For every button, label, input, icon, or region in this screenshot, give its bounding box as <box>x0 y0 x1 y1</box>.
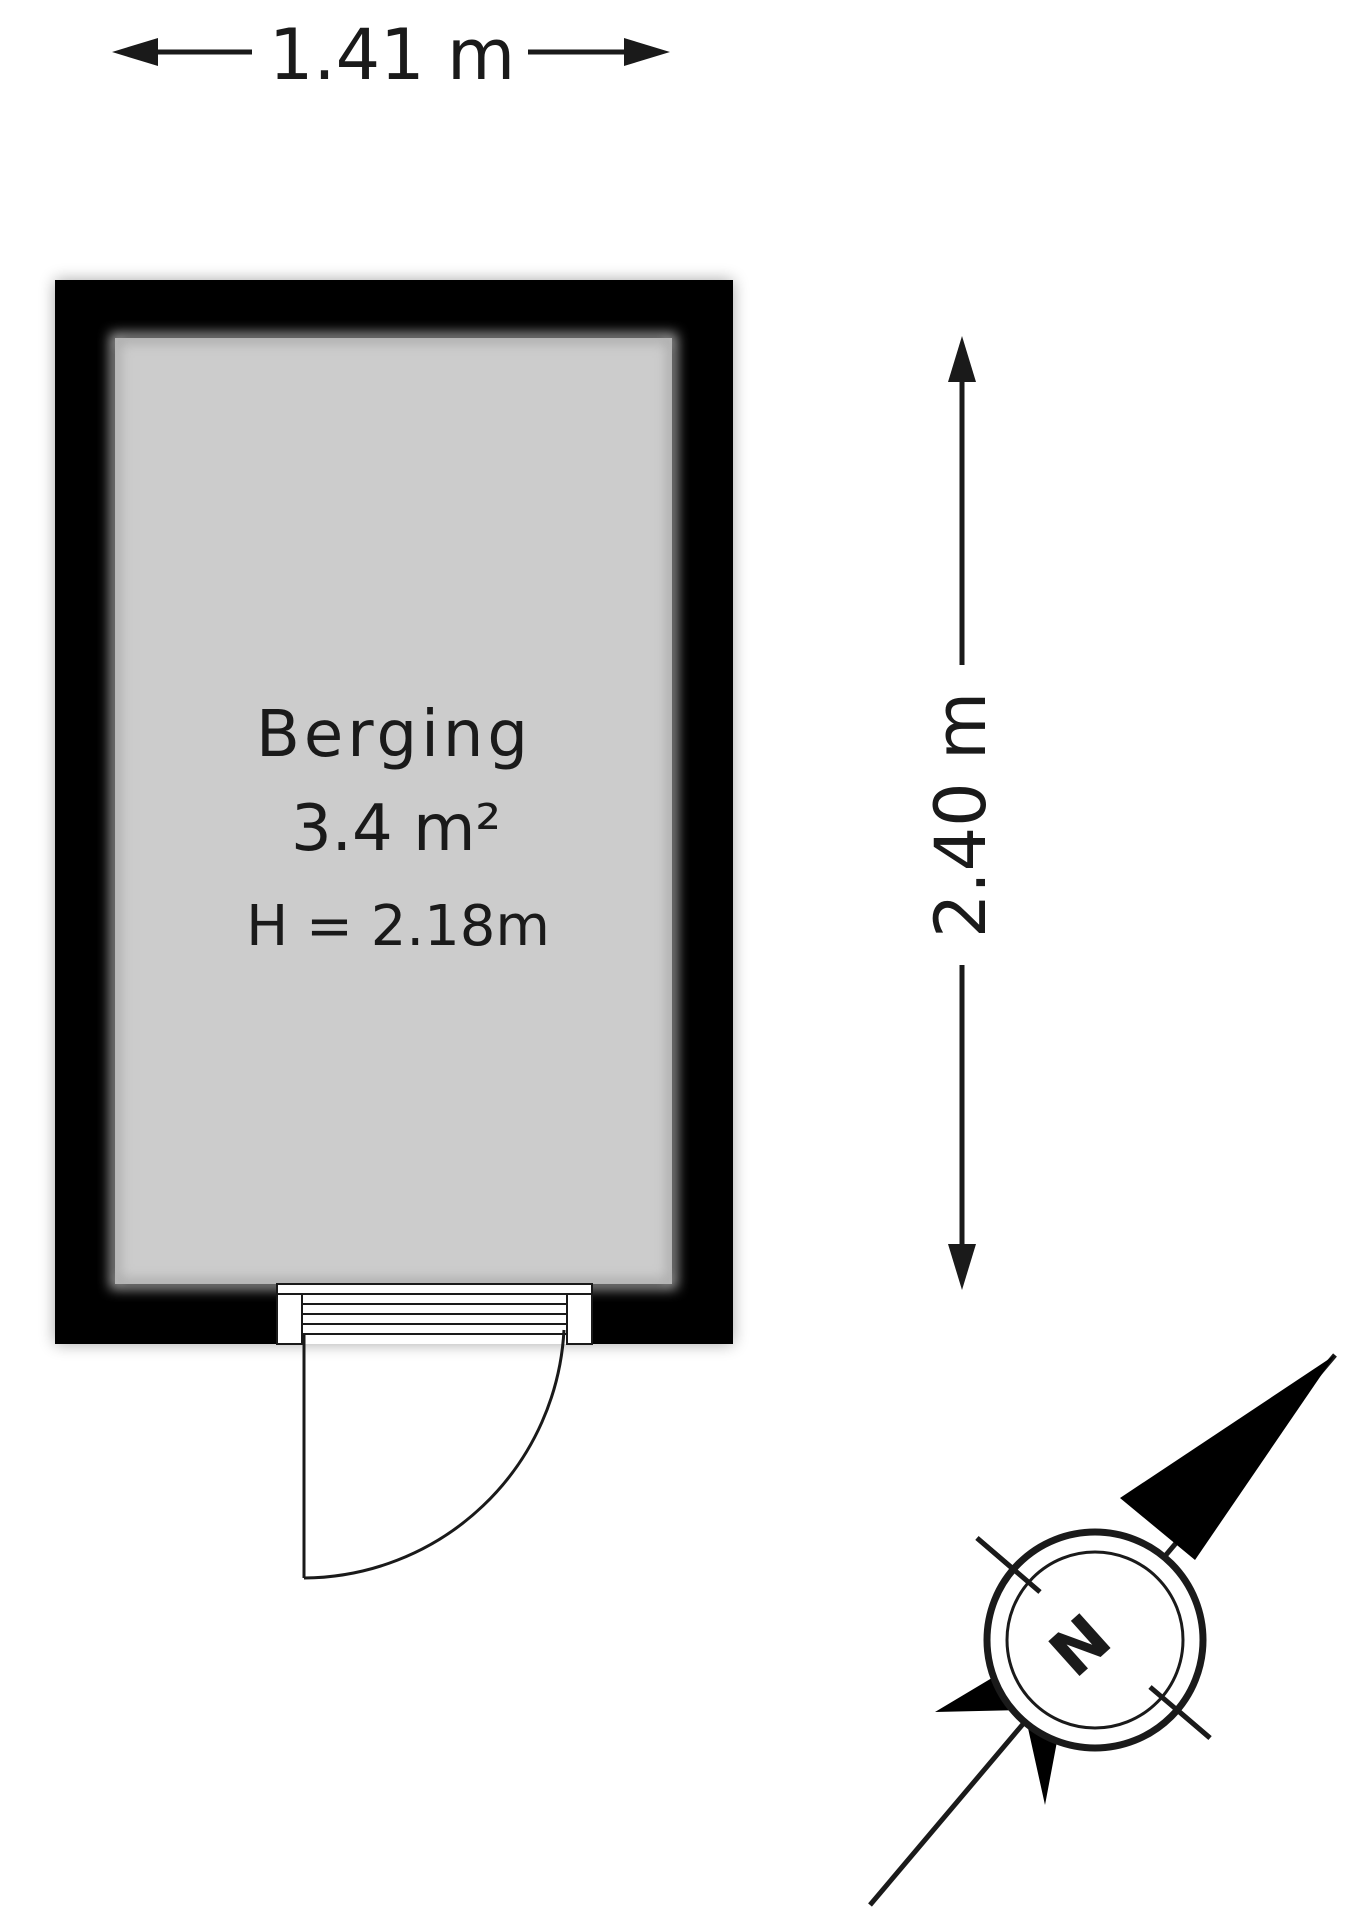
height-dimension: 2.40 m <box>920 336 1002 1290</box>
room-area: 3.4 m² <box>291 792 501 866</box>
width-label: 1.41 m <box>269 14 515 96</box>
compass-north-pointer <box>1120 1355 1335 1560</box>
door-swing <box>302 1329 566 1580</box>
door-opening <box>276 1283 593 1345</box>
arrow-up-icon <box>948 336 976 382</box>
compass-cross-line-se <box>1148 1685 1212 1740</box>
arrow-left-icon <box>112 38 158 66</box>
door-arc <box>303 1329 566 1580</box>
room: Berging 3.4 m² H = 2.18m <box>55 280 733 1580</box>
room-floor <box>115 338 672 1284</box>
compass-inner-ring <box>1005 1550 1185 1730</box>
door-jamb-right <box>566 1293 593 1345</box>
room-name: Berging <box>256 698 532 772</box>
door-jamb-left <box>276 1293 303 1345</box>
compass-cross-line-nw <box>975 1536 1042 1594</box>
height-label: 2.40 m <box>920 692 1002 938</box>
room-height: H = 2.18m <box>246 894 550 959</box>
arrow-down-icon <box>948 1244 976 1290</box>
compass-icon: N <box>868 1353 1337 1907</box>
width-dimension: 1.41 m <box>112 14 670 96</box>
door-sill <box>276 1283 593 1295</box>
arrow-right-icon <box>624 38 670 66</box>
